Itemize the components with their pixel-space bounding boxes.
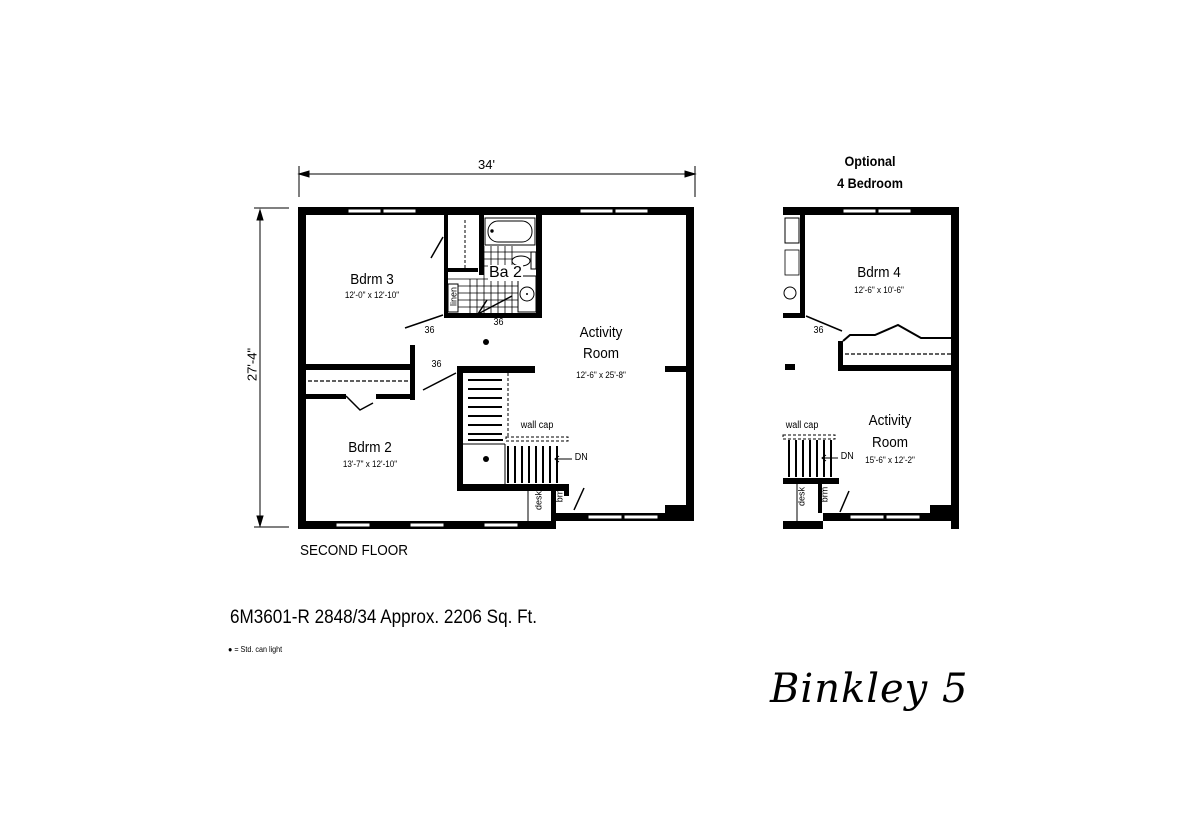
depth-dimension-label: 27'-4" — [244, 347, 260, 382]
optional-activity-name-line1: Activity — [868, 412, 912, 429]
door-size-label: 36 — [424, 325, 435, 336]
width-dimension-label: 34' — [478, 157, 495, 172]
room-bdrm-2-name: Bdrm 2 — [348, 439, 392, 456]
floor-label: SECOND FLOOR — [300, 542, 409, 559]
interior-walls — [306, 215, 686, 521]
broom-closet-label: brm — [819, 486, 830, 503]
depth-dimension-line — [254, 207, 289, 528]
room-bdrm-3-size: 12'-0" x 12'-10" — [344, 290, 400, 300]
wall-cap-label: wall cap — [785, 420, 819, 431]
width-dimension-line — [297, 166, 697, 197]
door-size-label: 36 — [431, 359, 442, 370]
optional-activity-size: 15'-6" x 12'-2" — [865, 455, 915, 465]
room-bdrm-4-size: 12'-6" x 10'-6" — [854, 285, 904, 295]
room-bdrm-3-name: Bdrm 3 — [350, 271, 394, 288]
door-size-label: 36 — [493, 317, 504, 328]
bathtub — [484, 217, 536, 246]
staircase — [468, 379, 558, 483]
optional-plan-title-line1: Optional — [844, 153, 896, 169]
wall-cap-label: wall cap — [520, 420, 554, 431]
optional-4-bedroom-plan — [782, 207, 959, 529]
main-floor-plan — [254, 166, 697, 529]
stairs-down-label: DN — [574, 452, 588, 463]
room-activity-size: 12'-6" x 25'-8" — [576, 370, 626, 380]
desk-label: desk — [796, 487, 807, 507]
room-bdrm-2-size: 13'-7" x 12'-10" — [342, 459, 398, 469]
room-activity-name-line2: Room — [582, 345, 619, 362]
model-name-signature: Binkley 5 — [770, 666, 969, 712]
room-bdrm-4-name: Bdrm 4 — [857, 264, 901, 281]
can-light-legend: ● = Std. can light — [228, 645, 283, 654]
optional-plan-title-line2: 4 Bedroom — [837, 175, 903, 191]
room-bath-2-name: Ba 2 — [488, 264, 523, 281]
door-size-label: 36 — [813, 325, 824, 336]
windows — [335, 208, 659, 528]
linen-closet-label: linen — [448, 287, 459, 307]
stairs-down-label: DN — [840, 451, 854, 462]
desk-label: desk — [533, 491, 544, 511]
broom-closet-label: brm — [554, 486, 565, 503]
optional-walls — [783, 207, 959, 529]
optional-plan-title: Optional 4 Bedroom — [825, 150, 915, 194]
room-activity-name-line1: Activity — [579, 324, 623, 341]
door-swings — [404, 236, 585, 511]
optional-activity-name-line2: Room — [871, 434, 908, 451]
model-info: 6M3601-R 2848/34 Approx. 2206 Sq. Ft. — [230, 607, 538, 628]
can-light-icons — [483, 339, 489, 462]
